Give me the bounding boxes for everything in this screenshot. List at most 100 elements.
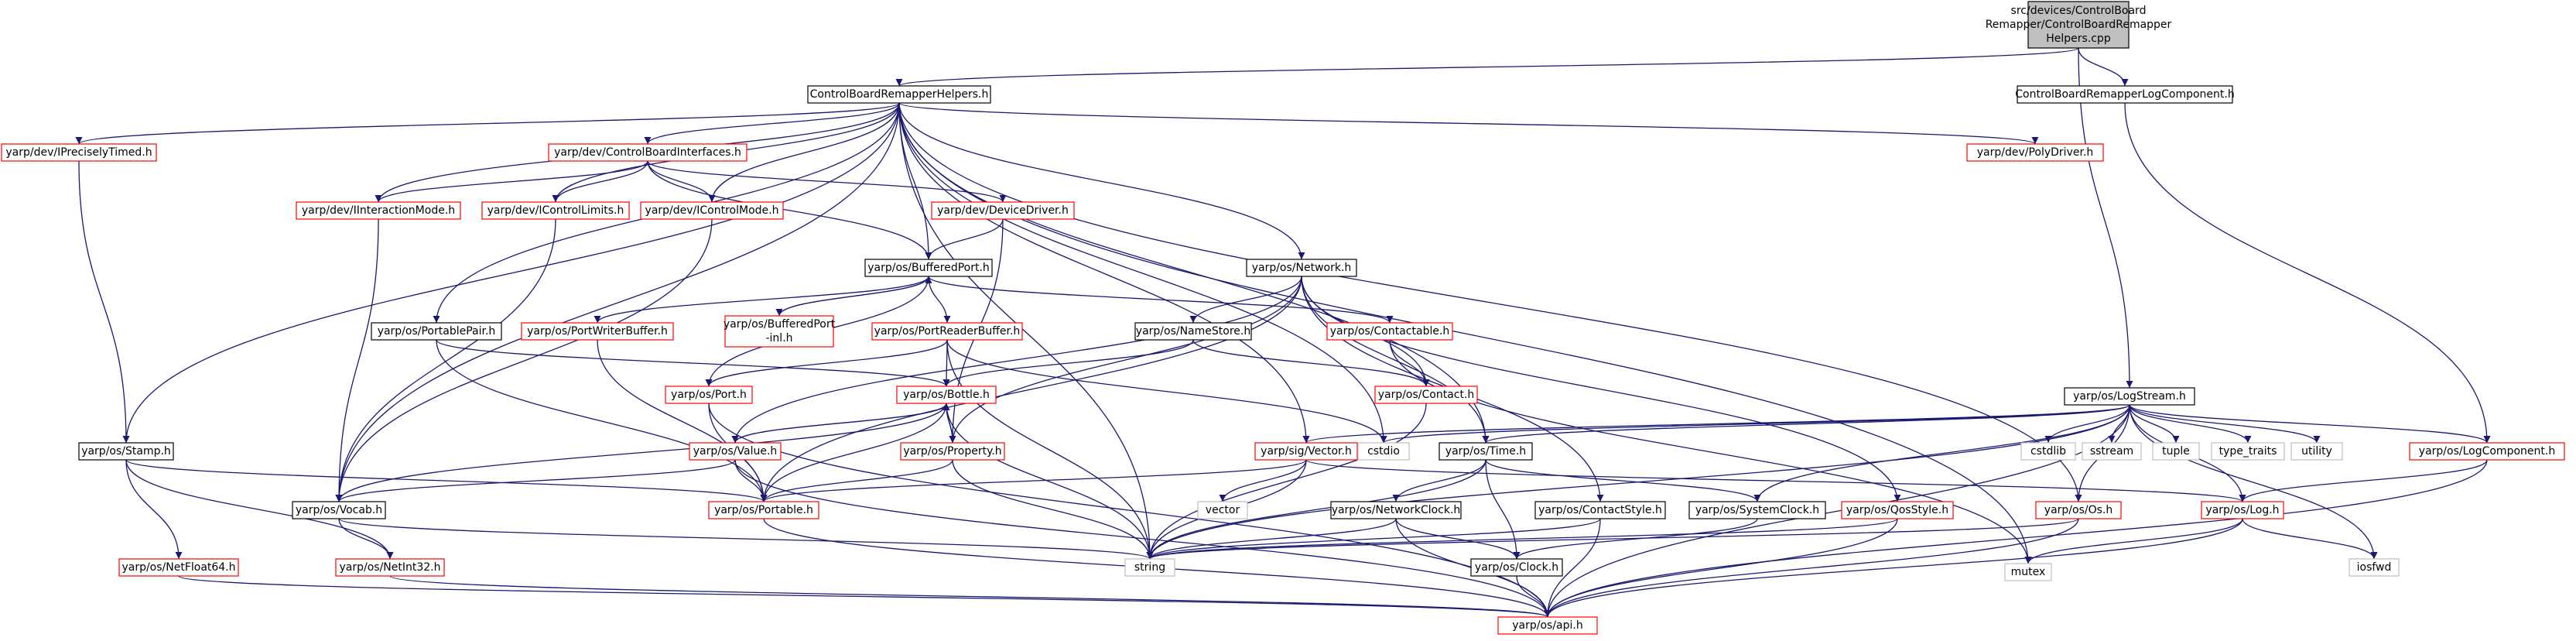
node-property[interactable]: yarp/os/Property.h — [900, 442, 1005, 461]
node-box-root — [2027, 1, 2130, 49]
edge-logstream-to-time — [1482, 404, 2130, 444]
node-icl[interactable]: yarp/dev/IControlLimits.h — [481, 201, 630, 220]
node-time[interactable]: yarp/os/Time.h — [1439, 442, 1533, 461]
node-box-api — [1497, 616, 1598, 635]
node-box-network — [1246, 259, 1357, 277]
node-netint32[interactable]: yarp/os/NetInt32.h — [335, 558, 445, 577]
edge-logcomponent-to-api — [1544, 459, 2488, 618]
node-label-systemclock: yarp/os/SystemClock.h — [1695, 504, 1819, 516]
node-network[interactable]: yarp/os/Network.h — [1246, 259, 1357, 277]
node-contactable[interactable]: yarp/os/Contactable.h — [1326, 322, 1453, 341]
node-box-icm — [640, 201, 784, 220]
node-box-cbi — [548, 143, 747, 162]
node-label-vector: yarp/sig/Vector.h — [1261, 445, 1352, 458]
edge-network-to-namestore — [1189, 276, 1302, 324]
edge-contactstyle-to-string — [1146, 518, 1601, 560]
edge-networkclock-to-string — [1146, 518, 1397, 560]
node-label-iim: yarp/dev/IInteractionMode.h — [302, 204, 455, 217]
edge-stamp-to-portable — [125, 459, 768, 502]
edge-portablepair-to-bottle — [436, 339, 950, 387]
node-vector[interactable]: yarp/sig/Vector.h — [1254, 442, 1358, 461]
node-portablepair[interactable]: yarp/os/PortablePair.h — [371, 322, 502, 341]
node-helpers[interactable]: ControlBoardRemapperHelpers.h — [807, 85, 991, 104]
node-label-devicedriver: yarp/dev/DeviceDriver.h — [937, 204, 1069, 217]
edge-helpers-to-stamp — [122, 102, 900, 444]
node-label-time: yarp/os/Time.h — [1445, 445, 1526, 458]
node-box-tuple — [2152, 442, 2200, 461]
node-tuple[interactable]: tuple — [2152, 442, 2200, 461]
node-box-cstdio — [1357, 442, 1410, 461]
node-label-stamp: yarp/os/Stamp.h — [81, 445, 171, 458]
node-logstream[interactable]: yarp/os/LogStream.h — [2064, 387, 2195, 406]
node-box-iim — [296, 201, 461, 220]
edge-ipt-to-stamp — [78, 160, 130, 444]
edge-helpers-to-vector — [898, 102, 1310, 444]
node-box-icl — [481, 201, 630, 220]
node-box-string — [1124, 558, 1175, 577]
node-portable[interactable]: yarp/os/Portable.h — [708, 501, 819, 519]
node-iim[interactable]: yarp/dev/IInteractionMode.h — [296, 201, 461, 220]
node-sstream[interactable]: sstream — [2082, 442, 2142, 461]
node-box-qosstyle — [1841, 501, 1954, 519]
node-string[interactable]: string — [1124, 558, 1175, 577]
node-pwb[interactable]: yarp/os/PortWriterBuffer.h — [521, 322, 674, 341]
node-root[interactable]: src/devices/ControlBoardRemapper/Control… — [1986, 1, 2172, 49]
node-typetraits[interactable]: type_traits — [2211, 442, 2285, 461]
node-namestore[interactable]: yarp/os/NameStore.h — [1134, 322, 1252, 341]
node-box-portablepair — [371, 322, 502, 341]
edge-clock-to-api — [1516, 575, 1551, 618]
node-box-portable — [708, 501, 819, 519]
node-label-network: yarp/os/Network.h — [1252, 262, 1352, 274]
node-networkclock[interactable]: yarp/os/NetworkClock.h — [1330, 501, 1462, 519]
node-box-vector — [1254, 442, 1358, 461]
node-mutex[interactable]: mutex — [2004, 563, 2052, 581]
node-label-bufferedport: yarp/os/BufferedPort.h — [867, 262, 990, 274]
node-bottle[interactable]: yarp/os/Bottle.h — [896, 386, 997, 404]
node-devicedriver[interactable]: yarp/dev/DeviceDriver.h — [931, 201, 1075, 220]
edge-helpers-to-vocab — [335, 102, 900, 502]
node-api[interactable]: yarp/os/api.h — [1497, 616, 1598, 635]
node-label-contactstyle: yarp/os/ContactStyle.h — [1538, 504, 1662, 516]
node-box-log — [2201, 501, 2284, 519]
node-contactstyle[interactable]: yarp/os/ContactStyle.h — [1534, 501, 1666, 519]
node-netfloat64[interactable]: yarp/os/NetFloat64.h — [118, 558, 239, 577]
node-vectorstd[interactable]: vector — [1197, 501, 1248, 519]
node-label-cbi: yarp/dev/ControlBoardInterfaces.h — [554, 146, 741, 159]
node-contact[interactable]: yarp/os/Contact.h — [1374, 386, 1478, 404]
node-port[interactable]: yarp/os/Port.h — [665, 386, 753, 404]
node-utility[interactable]: utility — [2290, 442, 2343, 461]
node-value[interactable]: yarp/os/Value.h — [689, 442, 782, 461]
node-prb[interactable]: yarp/os/PortReaderBuffer.h — [871, 322, 1023, 341]
node-stamp[interactable]: yarp/os/Stamp.h — [78, 442, 174, 461]
edge-namestore-to-contact — [1192, 339, 1430, 387]
node-label-sstream: sstream — [2090, 445, 2133, 458]
edge-prb-to-port — [705, 339, 948, 387]
node-box-iosfwd — [2349, 558, 2400, 577]
node-icm[interactable]: yarp/dev/IControlMode.h — [640, 201, 784, 220]
edge-logcomponent-to-log — [2239, 459, 2488, 502]
node-log[interactable]: yarp/os/Log.h — [2201, 501, 2284, 519]
node-os[interactable]: yarp/os/Os.h — [2035, 501, 2122, 519]
node-iosfwd[interactable]: iosfwd — [2349, 558, 2400, 577]
node-logcomp_h[interactable]: ControlBoardRemapperLogComponent.h — [2015, 85, 2235, 104]
edge-root-to-logcomp_h — [2078, 47, 2129, 87]
node-clock[interactable]: yarp/os/Clock.h — [1470, 558, 1563, 577]
node-cstdio[interactable]: cstdio — [1357, 442, 1410, 461]
node-vocab[interactable]: yarp/os/Vocab.h — [292, 501, 386, 519]
node-logcomponent[interactable]: yarp/os/LogComponent.h — [2409, 442, 2565, 461]
edge-prb-to-string — [946, 339, 1154, 560]
node-box-port — [665, 386, 753, 404]
edge-bufferedport-to-pwb — [594, 276, 929, 324]
node-ipt[interactable]: yarp/dev/IPreciselyTimed.h — [1, 143, 157, 162]
node-qosstyle[interactable]: yarp/os/QosStyle.h — [1841, 501, 1954, 519]
edge-vector-to-vectorstd — [1219, 459, 1307, 502]
edge-cbi-to-devicedriver — [647, 160, 1007, 203]
node-polydriver[interactable]: yarp/dev/PolyDriver.h — [1966, 143, 2104, 162]
node-bufferedport[interactable]: yarp/os/BufferedPort.h — [864, 259, 993, 277]
node-bpinl[interactable]: yarp/os/BufferedPort-inl.h — [724, 315, 836, 348]
node-cbi[interactable]: yarp/dev/ControlBoardInterfaces.h — [548, 143, 747, 162]
node-cstdlib[interactable]: cstdlib — [2020, 442, 2076, 461]
node-label-networkclock: yarp/os/NetworkClock.h — [1332, 504, 1461, 516]
node-systemclock[interactable]: yarp/os/SystemClock.h — [1688, 501, 1826, 519]
